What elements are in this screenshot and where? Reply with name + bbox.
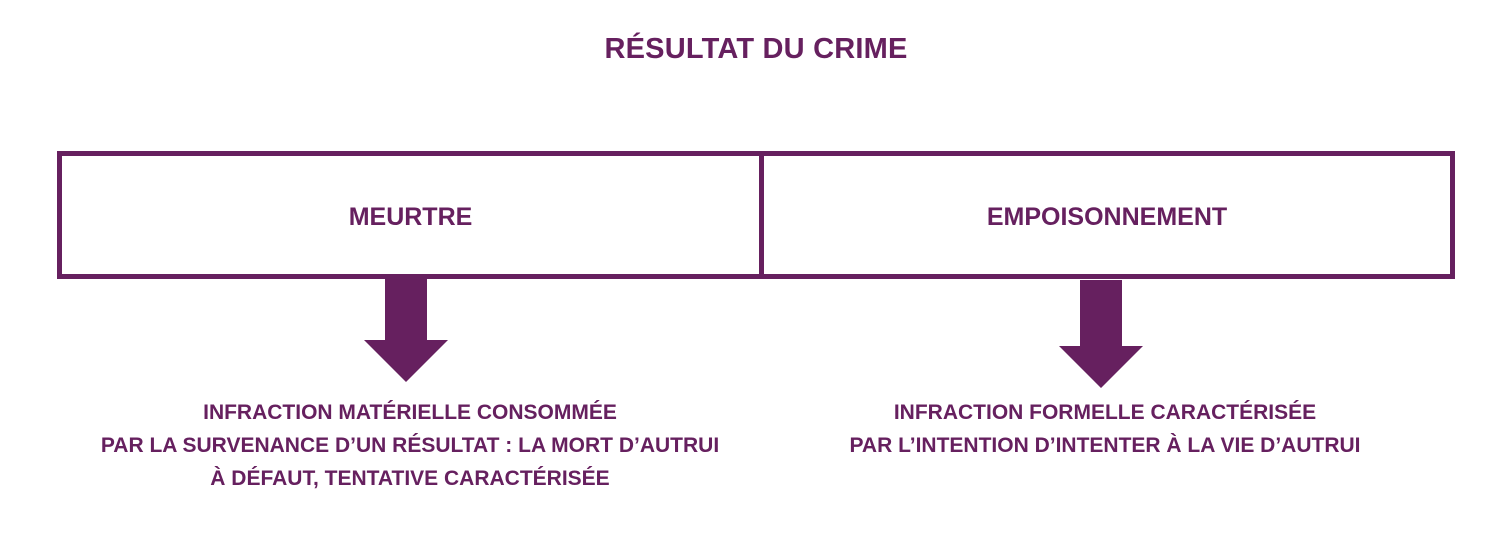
empoisonnement-heading: EMPOISONNEMENT [986, 202, 1228, 231]
empoisonnement-description: INFRACTION FORMELLE CARACTÉRISÉE PAR L’I… [710, 396, 1500, 462]
diagram-title: RÉSULTAT DU CRIME [604, 33, 908, 65]
meurtre-description-line: À DÉFAUT, TENTATIVE CARACTÉRISÉE [210, 467, 610, 490]
down-arrow-icon [1059, 280, 1143, 388]
meurtre-cell: MEURTRE [62, 156, 764, 274]
empoisonnement-description-line: PAR L’INTENTION D’INTENTER À LA VIE D’AU… [849, 434, 1361, 457]
meurtre-description-line: INFRACTION MATÉRIELLE CONSOMMÉE [203, 401, 617, 424]
empoisonnement-cell: EMPOISONNEMENT [764, 156, 1450, 274]
down-arrow-icon [364, 274, 448, 382]
meurtre-heading: MEURTRE [348, 202, 473, 231]
meurtre-description-line: PAR LA SURVENANCE D’UN RÉSULTAT : LA MOR… [100, 434, 720, 457]
meurtre-description: INFRACTION MATÉRIELLE CONSOMMÉE PAR LA S… [20, 396, 800, 495]
crime-type-table: MEURTRE EMPOISONNEMENT [57, 151, 1455, 279]
empoisonnement-description-line: INFRACTION FORMELLE CARACTÉRISÉE [893, 401, 1317, 424]
